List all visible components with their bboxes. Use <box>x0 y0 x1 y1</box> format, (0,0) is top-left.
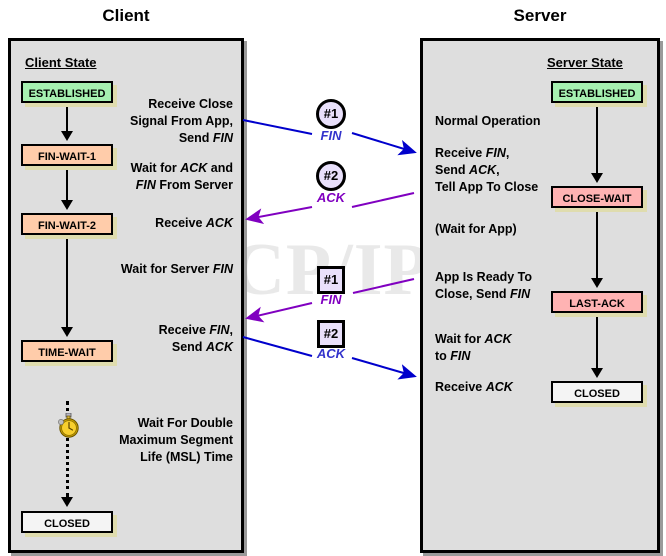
server-panel: Server State ESTABLISHED CLOSE-WAIT LAST… <box>420 38 660 553</box>
server-note-wait-ack-to-fin-line2: to FIN <box>435 349 471 363</box>
server-state-last-ack[interactable]: LAST-ACK <box>551 291 643 313</box>
client-note-wait-msl-line3: Life (MSL) Time <box>140 450 233 464</box>
client-note-receive-fin-send-ack-line1: Receive FIN, <box>158 323 233 337</box>
client-state-fin-wait-2[interactable]: FIN-WAIT-2 <box>21 213 113 235</box>
server-arrow-lastack-to-closed-head <box>591 368 603 378</box>
server-note-receive-fin-line2: Send ACK, <box>435 163 500 177</box>
client-state-fin-wait-1[interactable]: FIN-WAIT-1 <box>21 144 113 166</box>
packet-4-ack-label: ACK <box>316 346 346 361</box>
client-arrow-finwait2-to-timewait-head <box>61 327 73 337</box>
stopwatch-icon <box>58 413 79 438</box>
client-state-time-wait[interactable]: TIME-WAIT <box>21 340 113 362</box>
client-note-receive-fin-send-ack-line2: Send ACK <box>171 340 233 354</box>
server-note-receive-fin-line1: Receive FIN, <box>435 146 510 160</box>
server-note-receive-fin-send-ack-tell: Receive FIN, Send ACK, Tell App To Close <box>435 145 585 196</box>
client-arrow-established-to-finwait1-line <box>66 103 68 132</box>
client-note-wait-msl-line1: Wait For Double <box>137 416 233 430</box>
server-arrow-closewait-to-lastack-line <box>596 208 598 278</box>
client-note-close-signal-line2: Signal From App, <box>129 114 233 128</box>
client-arrow-finwait2-to-timewait-line <box>66 235 68 328</box>
server-arrow-closewait-to-lastack-head <box>591 278 603 288</box>
client-arrow-timewait-to-closed-line <box>66 401 69 497</box>
server-column-title: Server <box>513 6 567 25</box>
client-note-wait-ack-fin-line1: Wait for ACK and <box>130 161 233 175</box>
packet-2-ack-label: ACK <box>316 190 346 205</box>
packet-2-ack-marker[interactable]: #2 <box>316 161 346 191</box>
server-state-heading: Server State <box>547 55 623 70</box>
server-note-wait-for-app: (Wait for App) <box>435 221 575 238</box>
server-note-wait-ack-to-fin-line1: Wait for ACK <box>435 332 512 346</box>
client-arrow-finwait1-to-finwait2-line <box>66 166 68 201</box>
client-arrow-finwait1-to-finwait2-head <box>61 200 73 210</box>
client-note-wait-msl: Wait For Double Maximum Segment Life (MS… <box>83 415 233 466</box>
server-note-app-ready-close: App Is Ready To Close, Send FIN <box>435 269 575 303</box>
packet-4-ack-segment-left <box>242 336 313 357</box>
client-column-title: Client <box>102 6 150 25</box>
packet-1-fin-label: FIN <box>320 128 342 143</box>
client-note-wait-server-fin-line1: Wait for Server FIN <box>120 262 233 276</box>
packet-3-fin-label: FIN <box>320 292 342 307</box>
server-note-wait-for-app-line1: (Wait for App) <box>435 222 517 236</box>
client-note-receive-fin-send-ack: Receive FIN, Send ACK <box>93 322 233 356</box>
packet-1-fin-marker[interactable]: #1 <box>316 99 346 129</box>
client-note-wait-server-fin: Wait for Server FIN <box>73 261 233 278</box>
client-note-wait-ack-fin-line2: FIN From Server <box>135 178 233 192</box>
packet-4-ack-segment-right <box>351 357 417 380</box>
server-note-app-ready-close-line1: App Is Ready To <box>435 270 533 284</box>
server-note-wait-ack-to-fin: Wait for ACK to FIN <box>435 331 575 365</box>
client-note-close-signal-line3: Send FIN <box>178 131 233 145</box>
client-note-receive-ack-line1: Receive ACK <box>155 216 233 230</box>
server-note-receive-ack-line1: Receive ACK <box>435 380 513 394</box>
client-state-established[interactable]: ESTABLISHED <box>21 81 113 103</box>
client-state-closed[interactable]: CLOSED <box>21 511 113 533</box>
server-note-app-ready-close-line2: Close, Send FIN <box>435 287 531 301</box>
packet-3-fin-marker[interactable]: #1 <box>317 266 345 294</box>
client-note-close-signal: Receive Close Signal From App, Send FIN <box>93 96 233 147</box>
client-arrow-timewait-to-closed-head <box>61 497 73 507</box>
packet-4-ack-marker[interactable]: #2 <box>317 320 345 348</box>
client-note-wait-msl-line2: Maximum Segment <box>119 433 233 447</box>
server-arrow-established-to-closewait-head <box>591 173 603 183</box>
server-arrow-established-to-closewait-line <box>596 103 598 173</box>
packet-2-ack-segment-right <box>351 192 415 208</box>
packet-1-fin-segment-right <box>351 132 417 156</box>
client-panel: Client State ESTABLISHED FIN-WAIT-1 FIN-… <box>8 38 244 553</box>
client-note-wait-ack-fin: Wait for ACK and FIN From Server <box>93 160 233 194</box>
server-state-closed[interactable]: CLOSED <box>551 381 643 403</box>
packet-1-fin-segment-left <box>242 119 313 135</box>
server-note-normal-operation: Normal Operation <box>435 113 575 130</box>
client-state-heading: Client State <box>25 55 97 70</box>
client-arrow-established-to-finwait1-head <box>61 131 73 141</box>
server-state-close-wait[interactable]: CLOSE-WAIT <box>551 186 643 208</box>
server-state-established[interactable]: ESTABLISHED <box>551 81 643 103</box>
client-note-receive-ack: Receive ACK <box>93 215 233 232</box>
server-note-normal-operation-line1: Normal Operation <box>435 114 541 128</box>
server-note-receive-fin-line3: Tell App To Close <box>435 180 539 194</box>
server-arrow-lastack-to-closed-line <box>596 313 598 368</box>
client-note-close-signal-line1: Receive Close <box>148 97 233 111</box>
server-note-receive-ack: Receive ACK <box>435 379 575 396</box>
packet-2-ack-segment-left <box>245 206 313 225</box>
